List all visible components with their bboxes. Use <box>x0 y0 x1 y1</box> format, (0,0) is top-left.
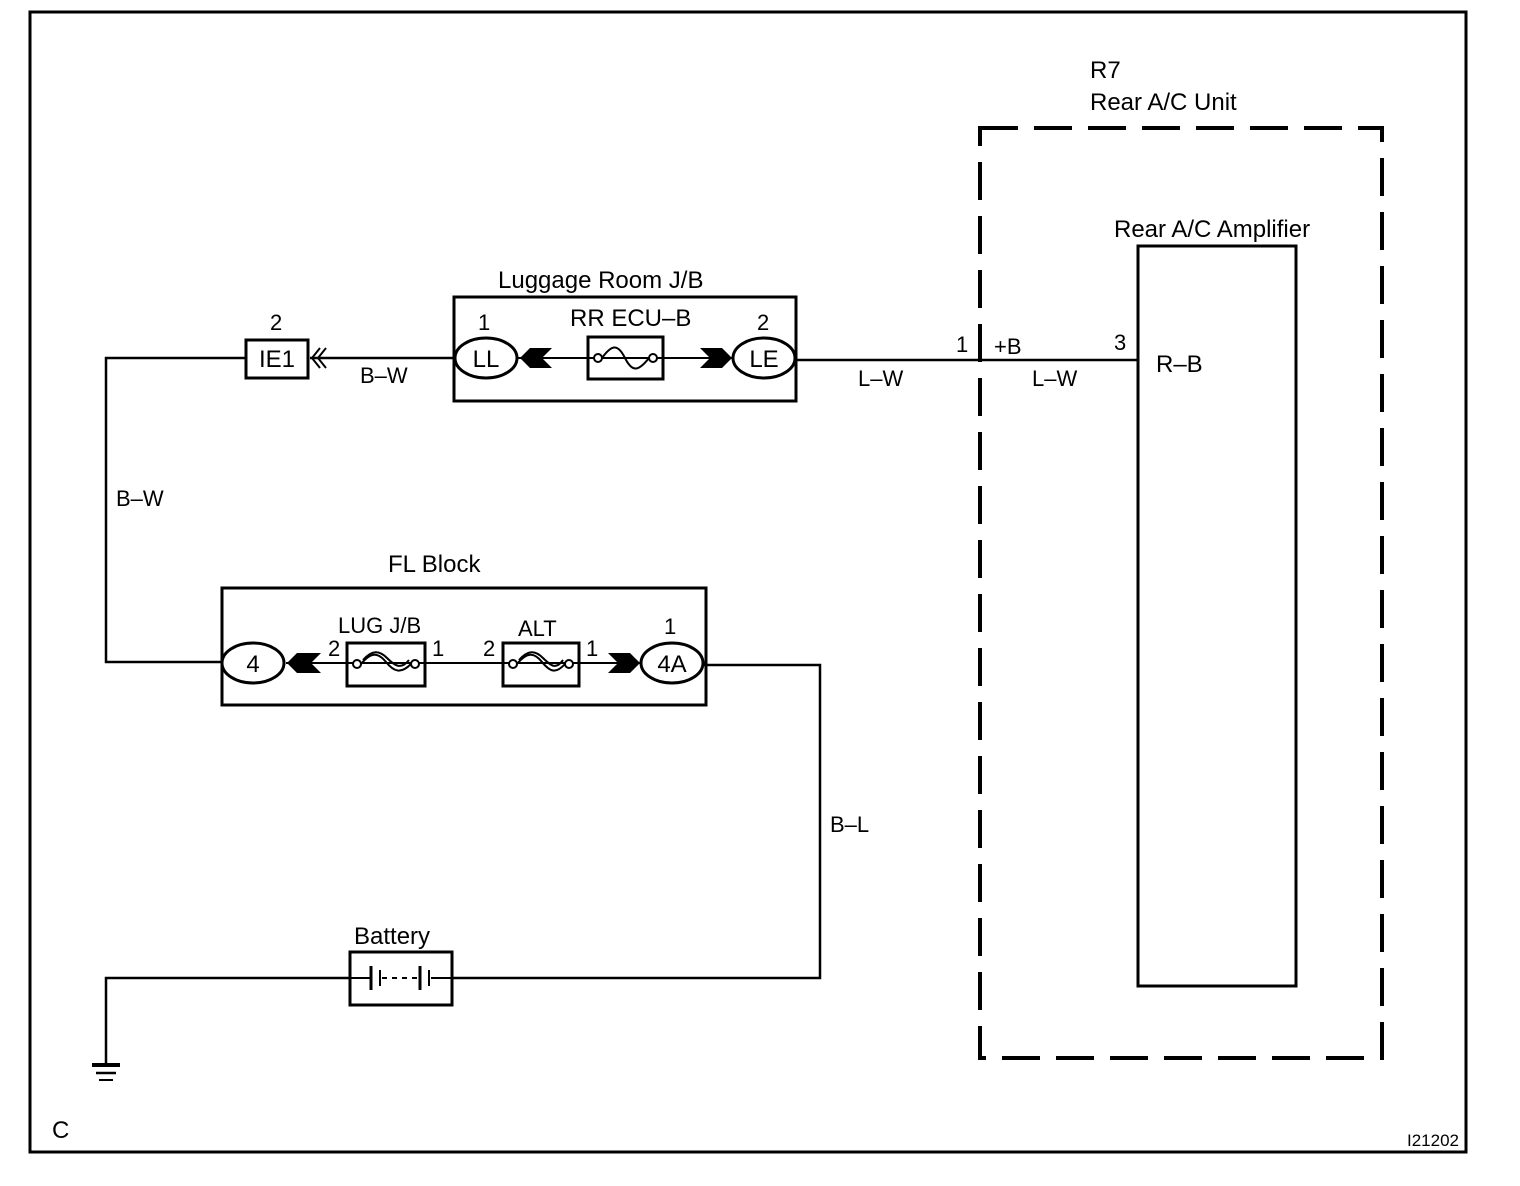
fuse-lug-jb-label: LUG J/B <box>338 613 421 638</box>
connector-male-arrow-icon <box>310 347 327 369</box>
connector-chevron-right-icon <box>700 348 732 368</box>
terminal-4a-pin-1: 1 <box>664 614 676 639</box>
fl-block-box <box>220 586 708 707</box>
connector-ie1-pin-2: 2 <box>270 310 282 335</box>
fuse-lug-jb <box>345 641 427 688</box>
connector-ie1-label: IE1 <box>259 346 295 373</box>
terminal-4 <box>220 641 286 685</box>
fuse-alt-pin-1: 1 <box>586 636 598 661</box>
figure-id: I21202 <box>1407 1131 1459 1150</box>
terminal-le-label: LE <box>749 346 778 373</box>
wire-b-l <box>452 663 822 980</box>
wire-label-b-w-left: B–W <box>116 486 164 511</box>
fuse-alt-pin-2: 2 <box>483 636 495 661</box>
terminal-4-label: 4 <box>246 651 259 678</box>
fuse-alt-label: ALT <box>518 616 557 641</box>
fuse-rr-ecu-b-label: RR ECU–B <box>570 305 691 332</box>
connector-chevron-right-icon <box>608 653 640 673</box>
wire-label-l-w-inner: L–W <box>1032 366 1077 391</box>
rear-ac-unit-pin-plus-b: +B <box>994 334 1022 359</box>
luggage-room-jb-title: Luggage Room J/B <box>498 267 703 294</box>
wire-b-w-left <box>104 356 246 664</box>
fl-block-title: FL Block <box>388 551 481 578</box>
wire-ground <box>104 976 350 1064</box>
rear-ac-unit-code: R7 <box>1090 57 1121 84</box>
amplifier-terminal-rb: R–B <box>1156 351 1203 378</box>
fuse-rr-ecu-b <box>586 335 665 381</box>
battery-cell-icon <box>350 966 452 990</box>
connector-chevron-left-icon <box>287 653 321 673</box>
wire-label-b-w-top: B–W <box>360 363 408 388</box>
ground-icon <box>92 1063 120 1081</box>
diagram-frame <box>28 10 1468 1154</box>
terminal-ll-label: LL <box>473 346 500 373</box>
fuse-alt <box>501 641 581 688</box>
rear-ac-unit-boundary <box>978 126 1384 1060</box>
fuse-lug-jb-pin-2: 2 <box>328 636 340 661</box>
luggage-jb-pin-1: 1 <box>478 310 490 335</box>
rear-ac-amplifier-box <box>1136 244 1298 988</box>
wire-label-b-l: B–L <box>830 812 869 837</box>
corner-label: C <box>52 1117 69 1144</box>
rear-ac-unit-title: Rear A/C Unit <box>1090 89 1237 116</box>
connector-chevron-left-icon <box>520 348 552 368</box>
luggage-jb-pin-2: 2 <box>757 310 769 335</box>
fusible-link-symbol-icon <box>352 651 420 672</box>
wire-label-l-w-outer: L–W <box>858 366 903 391</box>
rear-ac-unit-pin-1: 1 <box>956 332 968 357</box>
fuse-lug-jb-pin-1: 1 <box>432 636 444 661</box>
amplifier-pin-3: 3 <box>1114 330 1126 355</box>
terminal-4a-label: 4A <box>657 651 686 678</box>
fusible-link-symbol-icon <box>508 651 574 672</box>
rear-ac-amplifier-title: Rear A/C Amplifier <box>1114 216 1310 243</box>
luggage-room-jb-box <box>452 295 798 403</box>
fuse-symbol-icon <box>593 346 658 370</box>
battery-label: Battery <box>354 923 430 950</box>
